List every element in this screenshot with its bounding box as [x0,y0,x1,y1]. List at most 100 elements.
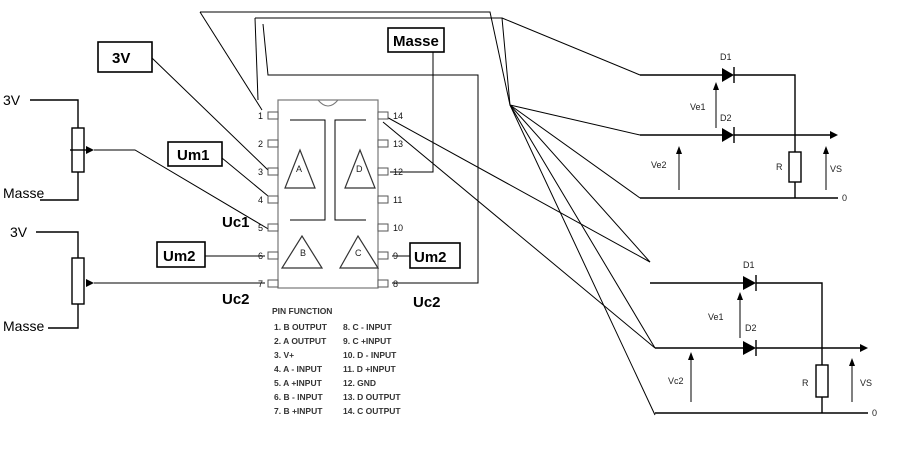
pin-function-item: 12. GND [343,378,376,388]
pin-number: 8 [393,279,398,289]
voltage-arrow-icon [823,146,829,154]
wiper-arrow-icon [86,279,94,287]
opamp-d-icon [344,148,376,189]
pin-number: 7 [258,279,263,289]
opamp-b-label: B [300,248,306,258]
tag-masse-box [387,27,445,53]
pin-number: 12 [393,167,403,177]
pin-number: 5 [258,223,263,233]
wiper-arrow-icon [86,146,94,154]
wire-pin8-loop [262,23,479,284]
pin-function-item: 5. A +INPUT [274,378,323,388]
diode-circuit-bottom [650,275,868,414]
wire-pin14b [382,121,656,349]
pin-function-item: 14. C OUTPUT [343,406,401,416]
opamp-d-label: D [356,164,363,174]
pin-number: 6 [258,251,263,261]
pin-number: 9 [393,251,398,261]
voltage-arrow-icon [737,292,743,300]
wire-pin14 [382,114,651,263]
label-vs-top: VS [830,164,842,174]
voltage-arrow-icon [688,352,694,360]
diode-d1-icon [722,68,734,82]
pot-bottom-ground-label: Masse [3,318,44,334]
pot-top-ground-label: Masse [3,185,44,201]
tag-um1-box [167,141,223,167]
wire-to-d1-top [501,17,641,76]
pin-number: 3 [258,167,263,177]
pin-function-title: PIN FUNCTION [272,306,332,316]
wire-to-zero-bot [509,104,656,416]
wire-to-d1-bot [509,104,651,263]
wire-top-2 [255,17,511,106]
wire-to-d2-bot [509,104,656,349]
label-d2-bottom: D2 [745,323,757,333]
wire-top-3 [199,11,263,111]
pin-function-item: 6. B - INPUT [274,392,323,402]
output-arrow-icon [830,131,838,139]
tag-um2-right: Um2 [414,249,447,266]
pot-top-supply-label: 3V [3,92,21,108]
pin-number: 13 [393,139,403,149]
label-zero-bottom: 0 [872,408,877,418]
label-ve1-bottom: Ve1 [708,312,724,322]
pin-number: 2 [258,139,263,149]
opamp-a-label: A [296,164,302,174]
diode-circuit-top [640,67,838,199]
pot-bottom-supply-label: 3V [10,224,28,240]
tag-masse: Masse [393,33,439,50]
pin-function-item: 11. D +INPUT [343,364,396,374]
tag-uc1: Uc1 [222,214,250,231]
label-ve1-top: Ve1 [690,102,706,112]
voltage-arrow-icon [849,358,855,366]
pin-number: 11 [393,195,402,205]
label-r-top: R [776,162,783,172]
tag-um1: Um1 [177,147,210,164]
diode-d1-icon [743,276,756,290]
pin-number: 10 [393,223,403,233]
tag-uc2-left: Uc2 [222,291,250,308]
diode-d2-icon [722,128,734,142]
label-zero-top: 0 [842,193,847,203]
pin-function-item: 13. D OUTPUT [343,392,401,402]
tag-um2-left-box [156,241,206,268]
label-vs-bottom: VS [860,378,872,388]
pin-function-item: 9. C +INPUT [343,336,392,346]
label-r-bottom: R [802,378,809,388]
wire-top-1 [200,11,511,106]
potentiometer-top [30,99,94,201]
potentiometer-bottom [36,231,94,329]
tag-3v: 3V [112,50,130,67]
opamp-c-icon [338,234,380,269]
resistor-icon [788,151,802,183]
ic-package [267,99,389,289]
tag-um2-right-box [409,242,461,269]
opamp-c-label: C [355,248,362,258]
voltage-arrow-icon [713,82,719,90]
label-d1-top: D1 [720,52,732,62]
wire-top-4 [254,17,259,101]
opamp-a-icon [284,148,316,189]
tag-uc2-right: Uc2 [413,294,441,311]
tag-um2-left: Um2 [163,248,196,265]
label-ve2-top: Ve2 [651,160,667,170]
pin-function-item: 4. A - INPUT [274,364,323,374]
pin-function-item: 10. D - INPUT [343,350,397,360]
label-d1-bottom: D1 [743,260,755,270]
wire-wiper-top [94,149,271,231]
opamp-b-icon [280,234,324,269]
pin-function-item: 1. B OUTPUT [274,322,328,332]
wire-um1 [221,157,269,197]
pin-function-item: 3. V+ [274,350,294,360]
pin-function-item: 8. C - INPUT [343,322,392,332]
wire-to-zero-top [509,104,641,199]
pin-function-item: 2. A OUTPUT [274,336,327,346]
resistor-icon [815,364,829,398]
label-vc2-bottom: Vc2 [668,376,684,386]
wire-masse [390,50,434,173]
output-arrow-icon [860,344,868,352]
pin-number: 14 [393,111,403,121]
pin-function-item: 7. B +INPUT [274,406,323,416]
tag-3v-box [97,41,153,73]
